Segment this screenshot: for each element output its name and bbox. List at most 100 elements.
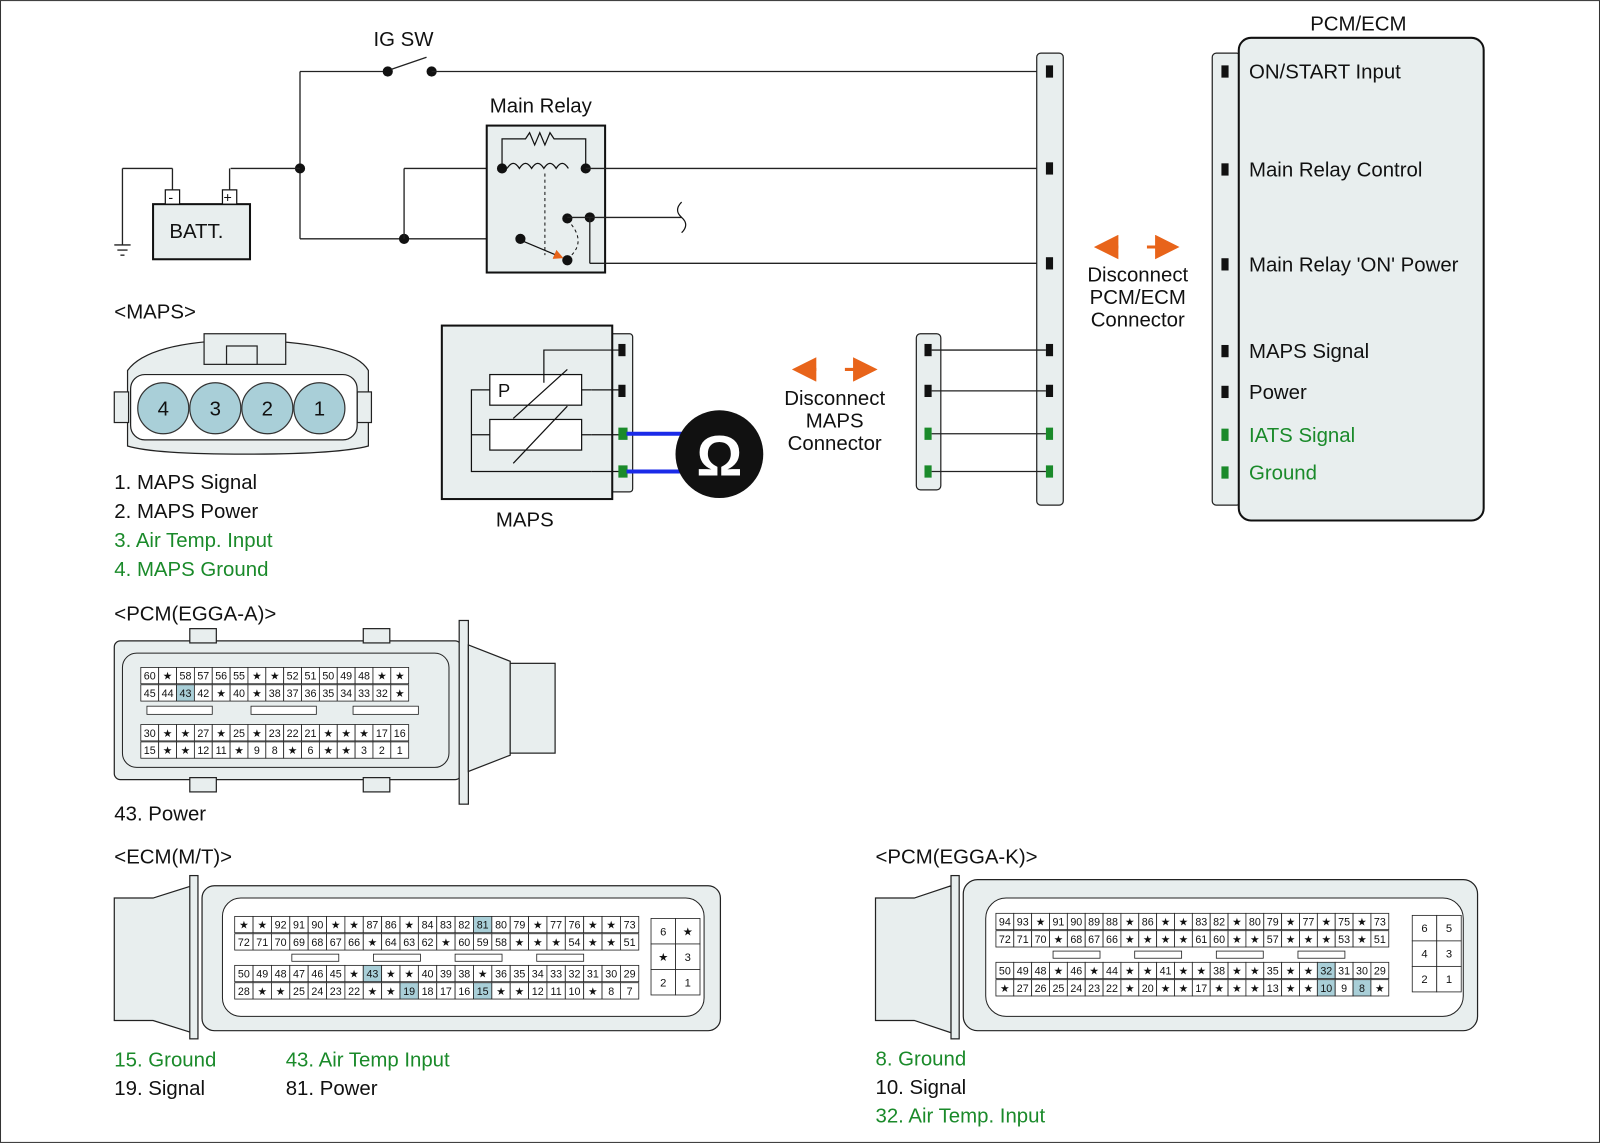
connector-pin-number: 38 xyxy=(458,969,470,981)
connector-pin-number: ★ xyxy=(1161,917,1171,929)
connector-pin-number: 66 xyxy=(1106,934,1118,946)
connector-pin-number: 2 xyxy=(379,745,385,757)
connector-pin-number: ★ xyxy=(1232,966,1242,978)
pcm-harness-connector xyxy=(1036,52,1064,506)
connector-pin-number: ★ xyxy=(163,728,173,740)
pcm-egga-k-legend-item: 8. Ground xyxy=(876,1048,967,1070)
side-pin-number: 4 xyxy=(1421,949,1427,961)
connector-pin-number: ★ xyxy=(252,671,262,683)
connector-pin-number: 9 xyxy=(254,745,260,757)
maps-legend-item: 4. MAPS Ground xyxy=(114,559,268,581)
connector-pin-number: ★ xyxy=(404,920,414,932)
connector-pin-number: 32 xyxy=(376,688,388,700)
ground-icon xyxy=(114,244,131,256)
connector-pin-number: 50 xyxy=(999,966,1011,978)
connector-pin-number: ★ xyxy=(533,920,543,932)
connector-pin-number: 80 xyxy=(495,920,507,932)
maps-pin-number: 4 xyxy=(158,398,169,420)
connector-pin-number: 12 xyxy=(532,986,544,998)
connector-pin-number: 30 xyxy=(1356,966,1368,978)
pcm-pin xyxy=(1221,163,1229,176)
connector-pin-number: 28 xyxy=(238,986,250,998)
connector-pin-number: 62 xyxy=(422,937,434,949)
connector-pin-number: 3 xyxy=(361,745,367,757)
connector-pin-number: ★ xyxy=(1214,983,1224,995)
connector-pin-number: 84 xyxy=(422,920,434,932)
connector-pin-number: 33 xyxy=(358,688,370,700)
connector-pin-number: 92 xyxy=(275,920,287,932)
connector-pin-number: 61 xyxy=(1195,934,1207,946)
pcm-egga-k-legend-item: 32. Air Temp. Input xyxy=(876,1106,1046,1128)
connector-pin-number: 30 xyxy=(144,728,156,740)
maps-connector-title: <MAPS> xyxy=(114,301,196,323)
side-pin-cell xyxy=(650,969,676,996)
pcm-pin xyxy=(1221,466,1229,479)
pcm-egga-a-title: <PCM(EGGA-A)> xyxy=(114,603,276,625)
connector-pin-number: 17 xyxy=(1195,983,1207,995)
ecm-mt-legend-item: 81. Power xyxy=(286,1078,378,1100)
connector-pin-number: 46 xyxy=(1070,966,1082,978)
connector-pin-number: 83 xyxy=(1195,917,1207,929)
connector-pin-number: 40 xyxy=(233,688,245,700)
connector-pin-number: ★ xyxy=(368,937,378,949)
disconnect-maps-line3: Connector xyxy=(788,433,882,455)
connector-pin-number: ★ xyxy=(1286,983,1296,995)
connector-pin-number: 44 xyxy=(1106,966,1118,978)
side-pin-cell xyxy=(675,969,701,996)
ig-switch-label: IG SW xyxy=(373,29,434,51)
connector-pin-number: 22 xyxy=(1106,983,1118,995)
connector-pin-number: 17 xyxy=(440,986,452,998)
connector-pin-number: 57 xyxy=(197,671,209,683)
connector-pin-number: 18 xyxy=(422,986,434,998)
connector-pin-number: 10 xyxy=(569,986,581,998)
connector-pin-number: ★ xyxy=(1179,966,1189,978)
connector-pin-number: 90 xyxy=(311,920,323,932)
connector-pin-cell xyxy=(1370,912,1390,931)
connector-pin-number: ★ xyxy=(270,671,280,683)
connector-pin-number: 30 xyxy=(605,969,617,981)
connector-pin-number: ★ xyxy=(1357,934,1367,946)
pcm-pin xyxy=(1221,385,1229,399)
connector-pin-number: 8 xyxy=(272,745,278,757)
connector-pin-number: ★ xyxy=(386,969,396,981)
ecm-mt-legend-item: 19. Signal xyxy=(114,1078,205,1100)
connector-pin-number: 63 xyxy=(403,937,415,949)
connector-pin-number: 50 xyxy=(322,671,334,683)
connector-pin-number: 46 xyxy=(311,969,323,981)
side-pin-cell xyxy=(675,918,701,945)
connector-pin-number: 49 xyxy=(340,671,352,683)
maps-legend-item: 3. Air Temp. Input xyxy=(114,530,273,552)
connector-pin-number: 22 xyxy=(287,728,299,740)
connector-pin-number: 15 xyxy=(477,986,489,998)
connector-pin-number: 67 xyxy=(1088,934,1100,946)
connector-pin-number: ★ xyxy=(331,920,341,932)
connector-pin-number: ★ xyxy=(1286,934,1296,946)
connector-pin-number: 90 xyxy=(1070,917,1082,929)
connector-pin-number: 24 xyxy=(311,986,323,998)
pcm-pin-label: Main Relay 'ON' Power xyxy=(1249,255,1459,277)
maps-pin-number: 3 xyxy=(210,398,221,420)
connector-pin-number: 67 xyxy=(330,937,342,949)
connector-pin-number: 77 xyxy=(550,920,562,932)
connector-pin-cell xyxy=(1370,979,1390,997)
connector-pin-number: 1 xyxy=(397,745,403,757)
connector-pin-number: 8 xyxy=(1359,983,1365,995)
maps-pin xyxy=(189,382,242,435)
disconnect-maps-line2: MAPS xyxy=(806,411,864,433)
connector-pin-number: 43 xyxy=(366,969,378,981)
connector-pin-number: 16 xyxy=(394,728,406,740)
connector-pin-number: ★ xyxy=(1161,934,1171,946)
connector-pin-number: 32 xyxy=(1320,966,1332,978)
connector-pin-number: 35 xyxy=(1267,966,1279,978)
maps-sensor-label: MAPS xyxy=(496,510,554,532)
side-pin-number: ★ xyxy=(683,926,693,938)
connector-pin-number: ★ xyxy=(606,920,616,932)
ohmmeter-icon xyxy=(675,410,764,499)
connector-pin-number: ★ xyxy=(1179,917,1189,929)
connector-pin-number: ★ xyxy=(252,688,262,700)
connector-pin-number: 35 xyxy=(322,688,334,700)
maps-harness-connector xyxy=(915,333,942,491)
connector-pin-number: ★ xyxy=(288,745,298,757)
